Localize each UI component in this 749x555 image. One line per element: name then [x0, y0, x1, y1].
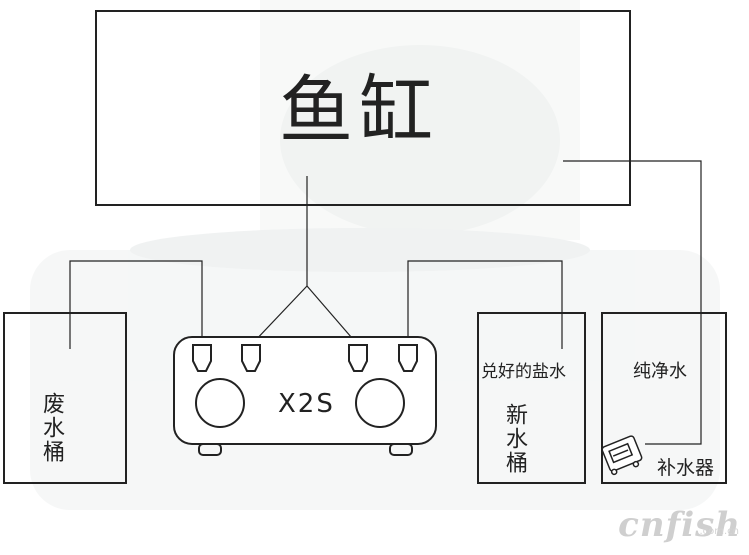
- fitting-2: [241, 344, 261, 372]
- tank-label: 鱼缸: [279, 68, 439, 154]
- fitting-3: [348, 344, 368, 372]
- waste-bucket-box: [3, 312, 127, 484]
- pure-water-box: [601, 312, 727, 484]
- tube-refill: [563, 160, 702, 445]
- tube-fork-right: [306, 285, 359, 346]
- new-bucket-box: [477, 312, 586, 484]
- tank-box: [95, 10, 631, 206]
- waste-bucket-label: 废水桶: [39, 392, 64, 464]
- watermark-logo: cnfish: [618, 505, 741, 545]
- tube-waste: [69, 260, 203, 349]
- tube-new-water: [407, 260, 563, 349]
- new-bucket-label: 新水桶: [502, 403, 527, 475]
- watermark-suffix: .com.cn: [699, 526, 739, 537]
- pure-water-label: 纯净水: [633, 361, 687, 382]
- saltwater-label: 兑好的盐水: [481, 362, 566, 382]
- pump-body: [173, 336, 437, 456]
- fitting-4: [398, 344, 418, 372]
- refill-device: [601, 435, 643, 476]
- tubes: [69, 160, 702, 445]
- tube-fork-left: [250, 285, 308, 346]
- fitting-1: [192, 344, 212, 372]
- refill-label: 补水器: [657, 457, 715, 479]
- pump-label: X2S: [278, 389, 335, 419]
